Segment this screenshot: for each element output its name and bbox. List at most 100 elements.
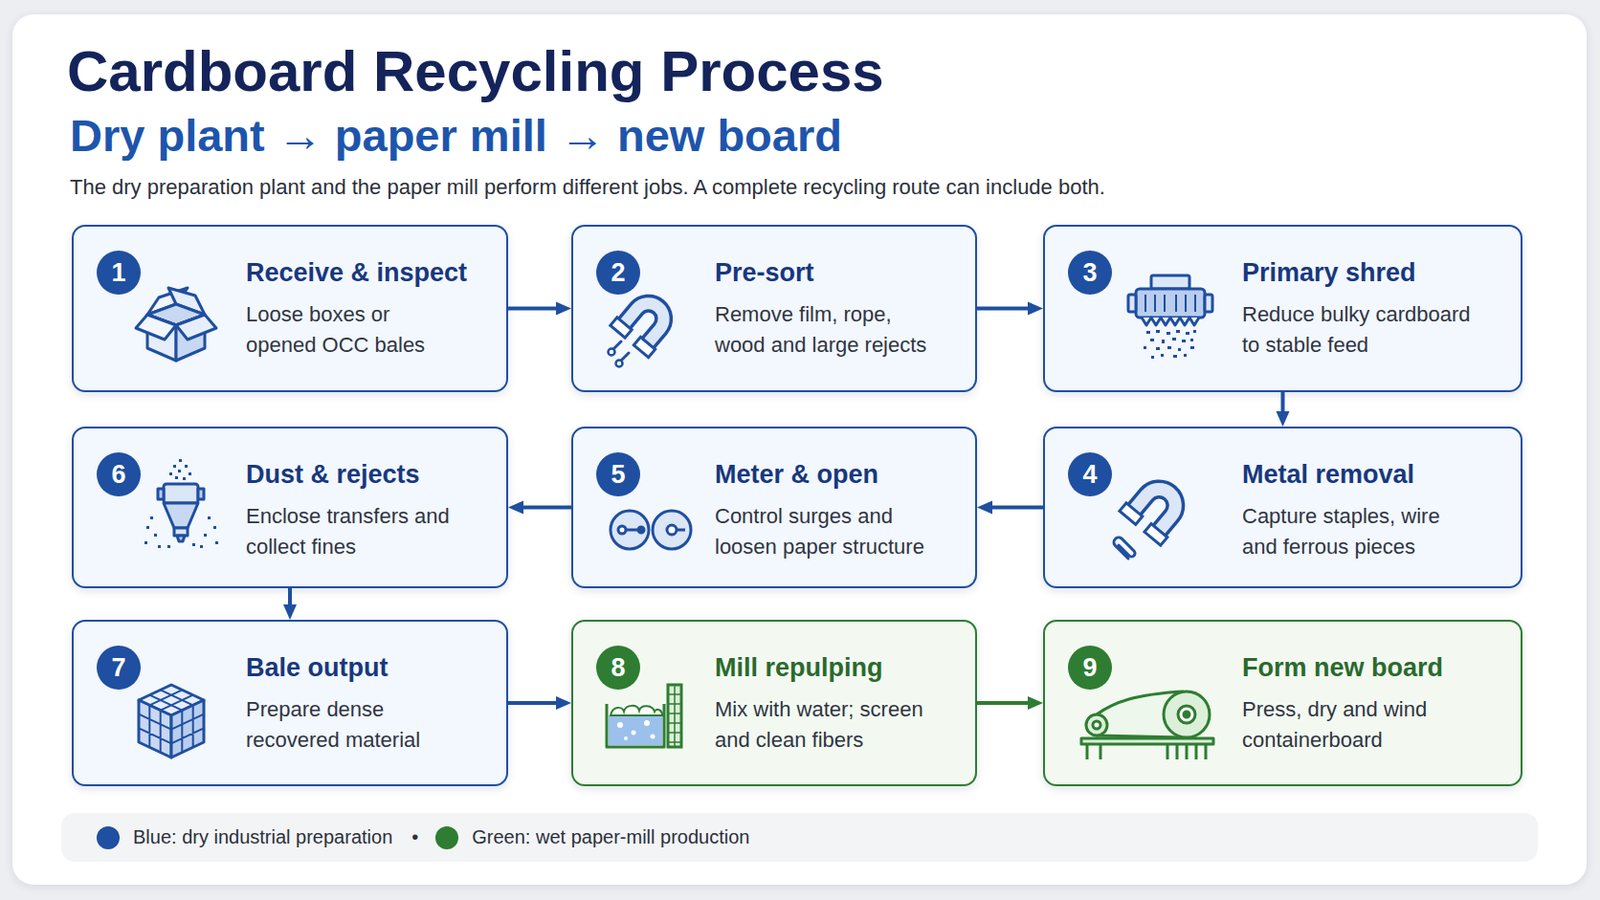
text-block: Pre-sortRemove film, rope, wood and larg… [714, 255, 968, 361]
icon-part [625, 529, 686, 533]
process-box: 1 Receive & inspectLoose boxes or opened … [71, 224, 509, 393]
bale-icon [123, 671, 220, 768]
icon-part [1163, 691, 1210, 738]
process-box: 7 Bale outputPrepare dense recovered mate… [71, 620, 509, 787]
flow-arrow [508, 307, 564, 312]
flow-arrow [977, 701, 1036, 706]
icon-part [138, 689, 204, 753]
icon-part [616, 360, 623, 368]
step-heading: Metal removal [1242, 457, 1513, 492]
icon-group [157, 484, 204, 542]
step-number: 4 [1067, 452, 1112, 497]
process-box: 6 Dust & rejectsEnclose transfers and col… [71, 426, 509, 589]
legend-swatch [96, 826, 120, 850]
step-heading: Dust & rejects [245, 457, 499, 492]
icon-part [608, 715, 663, 746]
icon-part [135, 314, 177, 340]
icon-part [608, 349, 616, 356]
icon-part [617, 722, 623, 729]
icon-part [1143, 330, 1197, 359]
icon-group [610, 511, 691, 550]
icon-part [623, 736, 628, 741]
step-number: 8 [596, 645, 641, 690]
icon-part [1087, 744, 1206, 760]
icon-part [1119, 503, 1143, 526]
text-block: Metal removalCapture staples, wire and f… [1242, 457, 1513, 563]
icon-part [1113, 537, 1135, 559]
icon-part [163, 503, 199, 529]
icon-part [157, 488, 164, 500]
magnet-icon [600, 276, 696, 373]
box-icon [128, 276, 224, 373]
step-description: Reduce bulky cardboard to stable feed [1242, 299, 1480, 361]
subtitle: Dry plant → paper mill → new board [69, 109, 843, 163]
icon-group [1128, 275, 1213, 326]
step-heading: Primary shred [1242, 255, 1513, 290]
metal-magnet-icon [1105, 466, 1201, 563]
legend-item: Green: wet paper-mill production [435, 826, 750, 850]
icon-part [638, 527, 645, 534]
step-number: 1 [96, 250, 141, 295]
text-block: Dust & rejectsEnclose transfers and coll… [245, 457, 499, 563]
diagram-title: Cardboard Recycling Process [66, 38, 885, 106]
text-block: Form new boardPress, dry and wind contai… [1242, 650, 1513, 756]
icon-part [1204, 294, 1213, 312]
step-description: Mix with water; screen and clean fibers [714, 694, 935, 756]
step-number: 6 [96, 452, 141, 497]
icon-part [610, 317, 632, 338]
icon-part [644, 720, 650, 727]
shredder-icon [1122, 267, 1219, 364]
text-block: Mill repulpingMix with water; screen and… [714, 650, 968, 756]
icon-part [176, 314, 217, 340]
icon-part [1092, 721, 1101, 730]
icon-part [1145, 294, 1196, 312]
icon-part [650, 734, 656, 740]
step-heading: Bale output [245, 650, 499, 686]
step-heading: Form new board [1242, 650, 1513, 686]
legend-separator: • [411, 826, 419, 849]
description: The dry preparation plant and the paper … [69, 174, 1106, 201]
icon-part [1081, 738, 1214, 745]
flow-arrow [977, 307, 1036, 312]
legend-text: Green: wet paper-mill production [471, 826, 750, 849]
text-block: Meter & openControl surges and loosen pa… [714, 457, 968, 563]
icon-part [1128, 294, 1136, 312]
legend-item: Blue: dry industrial preparation [96, 826, 393, 850]
icon-group [1119, 475, 1191, 546]
dust-collector-icon [133, 457, 229, 554]
step-description: Enclose transfers and collect fines [245, 501, 462, 563]
icon-part [610, 706, 663, 716]
step-number: 2 [596, 250, 641, 295]
step-description: Press, dry and wind containerboard [1242, 694, 1444, 756]
flow-arrow [515, 506, 572, 511]
step-number: 7 [96, 645, 141, 690]
icon-group [135, 288, 217, 361]
icon-part [1144, 524, 1168, 547]
icon-part [633, 336, 655, 357]
icon-part [1177, 706, 1196, 724]
icon-part [169, 459, 192, 481]
icon-part [138, 700, 172, 758]
text-block: Receive & inspectLoose boxes or opened O… [245, 255, 499, 361]
icon-part [618, 526, 626, 534]
flow-arrow [288, 588, 292, 613]
icon-part [666, 525, 677, 535]
icon-part [1086, 714, 1108, 736]
icon-part [177, 535, 185, 542]
step-heading: Pre-sort [714, 255, 968, 290]
icon-group [610, 290, 678, 357]
icon-part [667, 685, 682, 748]
icon-part [163, 484, 199, 504]
step-description: Remove film, rope, wood and large reject… [714, 299, 937, 361]
icon-part [144, 516, 219, 549]
icon-part [1135, 288, 1205, 318]
step-heading: Mill repulping [714, 650, 968, 686]
legend-swatch [435, 826, 459, 850]
repulper-icon [597, 666, 693, 762]
step-heading: Receive & inspect [245, 255, 499, 290]
step-number: 3 [1067, 250, 1112, 295]
text-block: Bale outputPrepare dense recovered mater… [245, 650, 499, 756]
step-description: Control surges and loosen paper structur… [714, 501, 934, 563]
process-box: 8 Mill repulpingMix with water; screen an… [571, 620, 978, 787]
